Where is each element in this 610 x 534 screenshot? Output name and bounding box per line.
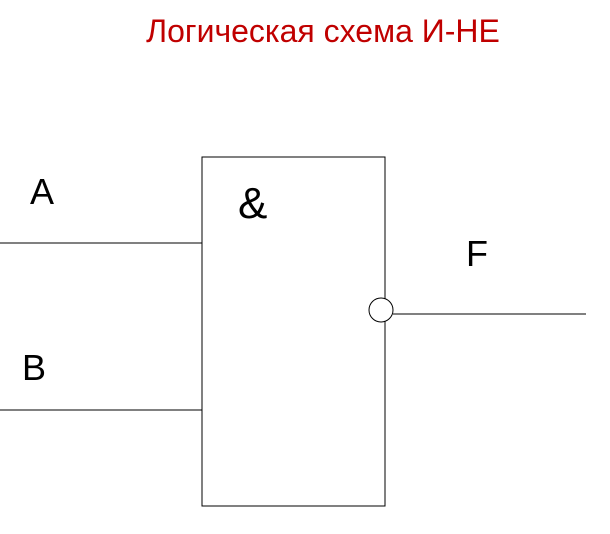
gate-symbol: & [238, 179, 267, 228]
inversion-bubble [368, 297, 394, 323]
input-a-label: A [30, 171, 54, 212]
output-f-label: F [466, 233, 488, 274]
nand-gate-body [201, 156, 386, 507]
diagram-title: Логическая схема И-НЕ [146, 13, 500, 49]
input-b-label: B [22, 347, 46, 388]
